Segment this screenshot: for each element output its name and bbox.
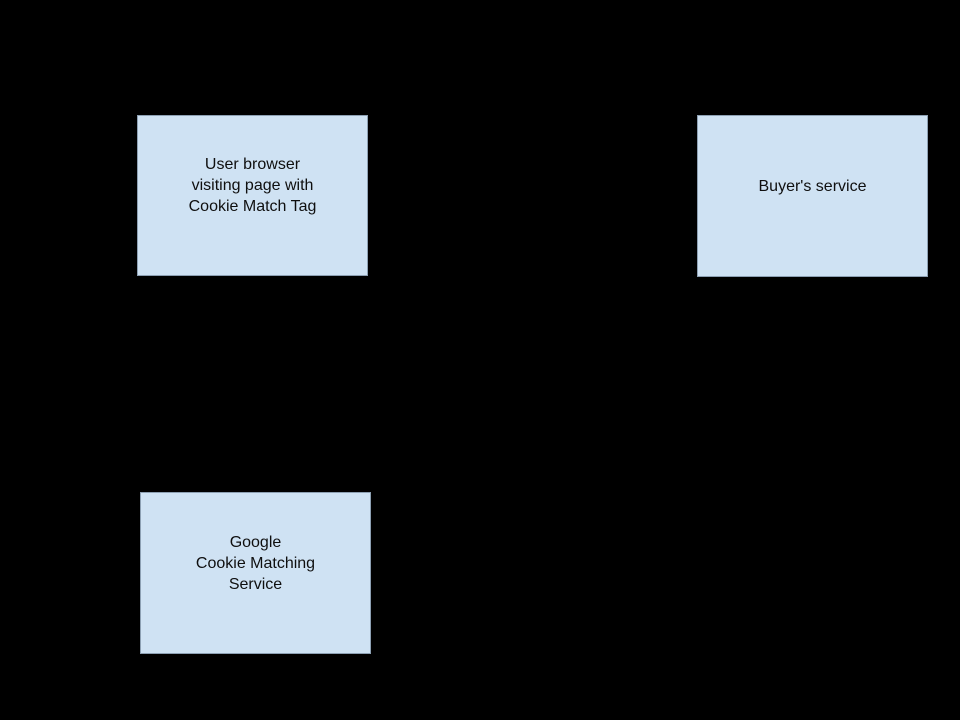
node-user-browser-label: User browser visiting page with Cookie M… <box>188 156 317 215</box>
node-buyers-service: Buyer's service <box>697 115 928 277</box>
node-user-browser: User browser visiting page with Cookie M… <box>137 115 368 276</box>
node-buyers-service-label: Buyer's service <box>758 177 867 195</box>
node-google-cookie-matching-service: Google Cookie Matching Service <box>140 492 371 654</box>
node-google-cookie-matching-service-label: Google Cookie Matching Service <box>195 533 316 593</box>
